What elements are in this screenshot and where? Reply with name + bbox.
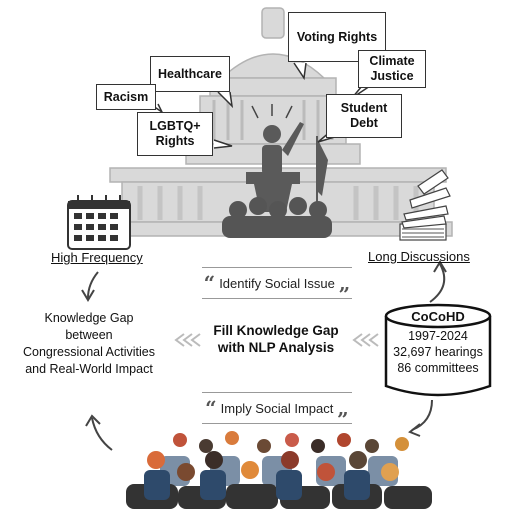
open-quote-icon: “: [203, 271, 216, 295]
calendar-icon: [67, 195, 131, 250]
high-frequency-label: High Frequency: [51, 250, 143, 265]
knowledge-gap-line: Congressional Activities: [22, 345, 155, 359]
close-quote-icon: „: [337, 396, 349, 420]
identify-social-issue-box: “ Identify Social Issue „: [202, 267, 352, 299]
bubble-lgbtq-rights-label: LGBTQ+ Rights: [149, 119, 201, 148]
paper-stack-icon: [399, 169, 451, 241]
audience-illustration: [126, 431, 432, 509]
knowledge-gap-line: between: [65, 328, 113, 342]
database-title: CoCoHD: [411, 309, 465, 324]
bubble-racism-label: Racism: [103, 89, 149, 104]
bubble-lgbtq-rights: LGBTQ+ Rights: [137, 112, 213, 156]
imply-social-impact-text: Imply Social Impact: [220, 400, 334, 416]
long-discussions-label: Long Discussions: [368, 249, 470, 264]
bubble-racism: Racism: [96, 84, 156, 110]
database-years: 1997-2024: [408, 329, 468, 343]
knowledge-gap-text: Knowledge Gap between Congressional Acti…: [8, 310, 170, 378]
fill-knowledge-gap-text: Fill Knowledge Gap with NLP Analysis: [213, 323, 339, 355]
bubble-healthcare: Healthcare: [150, 56, 230, 92]
bubble-voting-rights-label: Voting Rights: [296, 29, 378, 44]
database-hearings: 32,697 hearings: [393, 345, 483, 359]
database-committees: 86 committees: [397, 361, 479, 375]
knowledge-gap-line: Knowledge Gap: [44, 311, 134, 325]
bubble-student-debt-label: Student Debt: [340, 101, 388, 130]
imply-social-impact-box: “ Imply Social Impact „: [202, 392, 352, 424]
open-quote-icon: “: [205, 396, 217, 420]
bubble-climate-justice-label: Climate Justice: [369, 54, 415, 83]
database-icon: [384, 303, 492, 397]
knowledge-gap-line: and Real-World Impact: [25, 362, 153, 376]
bubble-healthcare-label: Healthcare: [158, 66, 222, 81]
triple-arrow-right: [352, 333, 379, 347]
bubble-voting-rights: Voting Rights: [288, 12, 386, 62]
bubble-student-debt: Student Debt: [326, 94, 402, 138]
identify-social-issue-text: Identify Social Issue: [219, 275, 335, 291]
speech-lines-icon: [251, 104, 293, 119]
bubble-climate-justice: Climate Justice: [358, 50, 426, 88]
close-quote-icon: „: [338, 271, 351, 295]
flow-arrows: [81, 260, 447, 451]
cocohd-database-text: CoCoHD 1997-2024 32,697 hearings 86 comm…: [386, 309, 490, 376]
officials-silhouette-icon: [222, 197, 332, 238]
triple-arrow-left: [174, 333, 201, 347]
